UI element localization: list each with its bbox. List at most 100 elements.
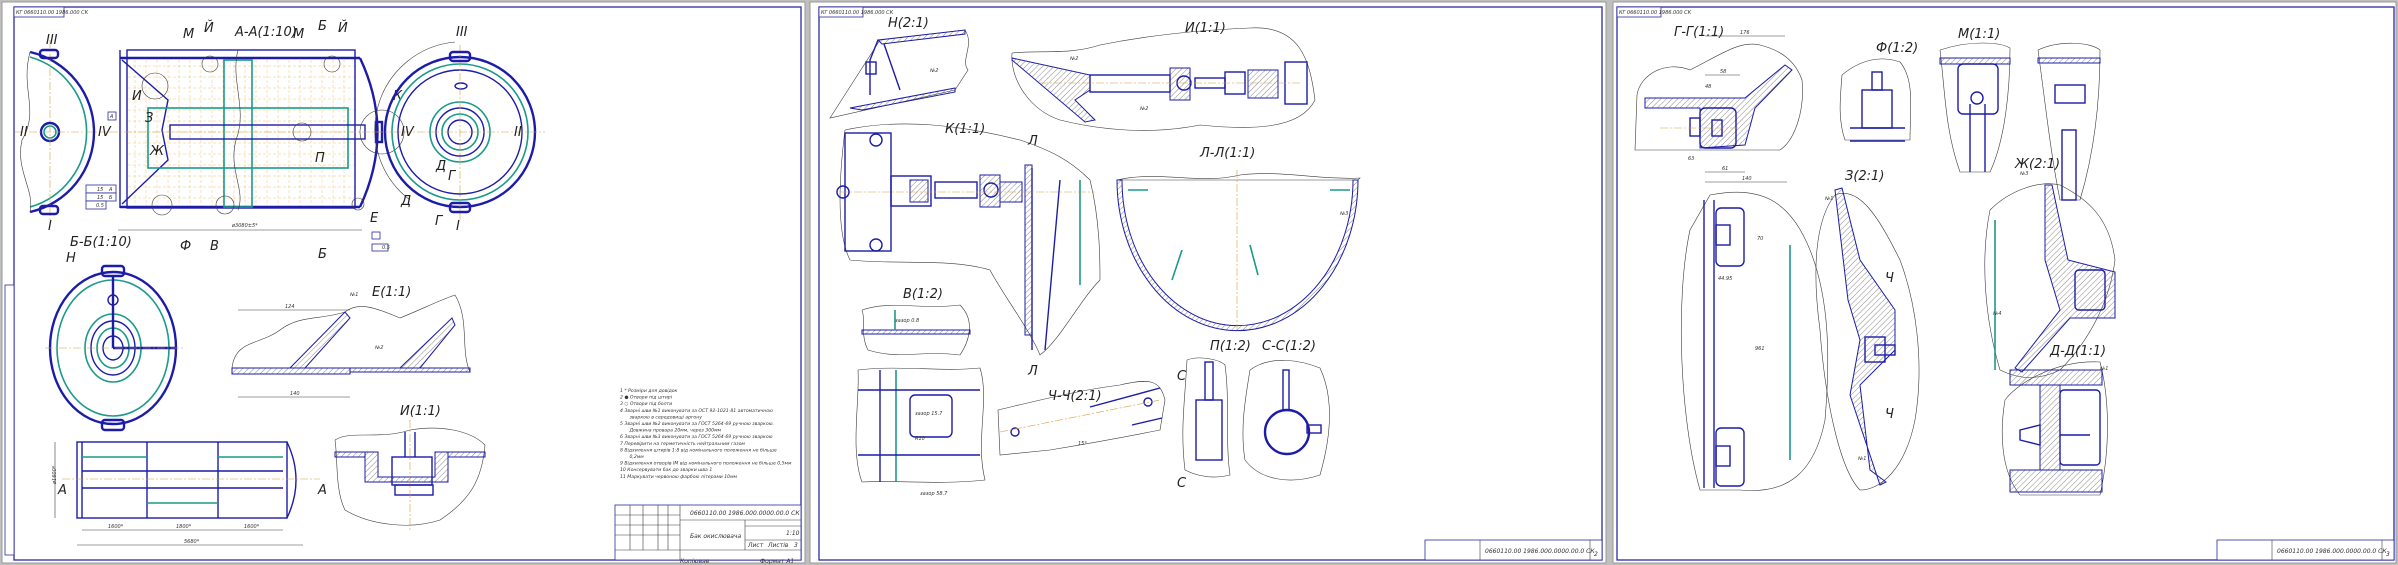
sheets-label: Листів <box>767 542 789 549</box>
dim-total: 5680* <box>184 539 200 545</box>
weld-mark: №1 <box>349 292 358 298</box>
callout-I: I <box>456 219 460 234</box>
dim-gap: зазор 0.8 <box>895 318 919 324</box>
datum-a: А <box>109 114 114 120</box>
note-item: 11 Маркувати червоною фарбою літерами 10… <box>620 474 738 480</box>
callout-zh: Ж <box>149 144 165 159</box>
callout-i: И <box>132 89 142 104</box>
callout-II: II <box>20 125 28 140</box>
tol-datum: Б <box>109 195 113 201</box>
dim-gap: зазор 58.7 <box>920 491 948 497</box>
end-view-left: III II IV I А 15 А 15 Б 0.5 <box>15 33 117 234</box>
dim-63: 63 <box>1688 156 1694 162</box>
callout-n: Н <box>66 251 76 266</box>
sheet-stamp: КГ 0660110.00 1986.000 СК <box>821 10 894 16</box>
section-mark-l: Л <box>1027 364 1038 379</box>
tol-value: 15 <box>97 195 103 201</box>
view-title-k: К(1:1) <box>945 122 985 137</box>
callout-y: Й <box>204 20 214 36</box>
weld-mark: №3 <box>2019 171 2028 177</box>
callout-III: III <box>46 33 58 48</box>
view-title-ll: Л-Л(1:1) <box>1199 146 1255 161</box>
view-title-i: И(1:1) <box>400 404 441 419</box>
sheet-frame <box>13 6 802 561</box>
callout-e: Е <box>370 211 379 226</box>
tolerance-frame: 15 А 15 Б 0.5 <box>85 184 117 210</box>
callout-III: III <box>456 25 468 40</box>
view-title-ss: С-С(1:2) <box>1262 339 1316 354</box>
dim-70: 70 <box>1757 236 1763 242</box>
callout-p: П <box>315 151 325 166</box>
title-block-sheet-3: 0660110.00 1986.000.0000.00.0 СК 3 <box>2216 539 2395 561</box>
title-block: 0660110.00 1986.000.0000.00.0 СК Бак оки… <box>614 504 802 565</box>
weld-mark: №2 <box>374 345 383 351</box>
detail-e: Е(1:1) 124 140 №1 №2 <box>231 285 471 398</box>
dim-seg3: 1600* <box>244 524 260 530</box>
dim-seg1: 1600* <box>108 524 124 530</box>
doc-number: 0660110.00 1986.000.0000.00.0 СК <box>1485 548 1595 555</box>
sheet-number: 3 <box>2386 551 2390 558</box>
view-title-aa: А-А(1:10) <box>234 25 297 40</box>
sheet-number: 2 <box>1594 551 1598 558</box>
view-title-v: В(1:2) <box>903 287 943 302</box>
dim-e-124: 124 <box>285 304 295 310</box>
copied-label: Копіював <box>680 558 710 565</box>
detail-i: И(1:1) <box>334 404 486 530</box>
sheet-stamp: КГ 0660110.00 1986.000 СК <box>1619 10 1692 16</box>
tol-value: 0.5 <box>382 245 390 251</box>
note-item: 2 ● Отвори під штирі <box>620 395 673 401</box>
weld-mark: №2 <box>929 68 938 74</box>
view-title-n: Н(2:1) <box>888 16 929 31</box>
callout-IV: IV <box>401 125 415 140</box>
section-mark-a: А <box>57 483 67 498</box>
plan-view: А А ø1600* 1600* 1800* 1600* 5680* <box>52 441 327 546</box>
dim-angle: 15° <box>1078 441 1087 447</box>
section-mark-a: А <box>317 483 327 498</box>
callout-IV: IV <box>98 125 112 140</box>
weld-mark: №1 <box>1857 456 1866 462</box>
end-view-right: III IV II I Д Г Д Г <box>374 25 545 234</box>
weld-mark: №2 <box>1139 106 1148 112</box>
section-mark-d: Д <box>400 194 411 209</box>
note-item: 4 Зварні шви №1 виконувати за ОСТ 92-102… <box>620 408 773 421</box>
dim-58: 58 <box>1720 69 1726 75</box>
section-aa: А-А(1:10) ø3080±5* М Й <box>110 19 405 262</box>
section-mark-g: Г <box>448 169 457 184</box>
format-label: Формат А1 <box>760 558 794 565</box>
note-item: 9 Відхилення отворів ІМ від номінального… <box>620 461 792 467</box>
callout-y: Й <box>338 20 348 36</box>
note-item: 1 * Розміри для довідок <box>620 388 678 394</box>
view-title-chch: Ч-Ч(2:1) <box>1048 389 1102 404</box>
section-mark-b: Б <box>318 19 327 34</box>
section-mark-b: Б <box>318 247 327 262</box>
weld-mark: №2 <box>1069 56 1078 62</box>
sheet-stamp: КГ 0660110.00 1986.000 СК <box>16 10 89 16</box>
tol-value: 15 <box>97 187 103 193</box>
callout-m: М <box>293 27 304 42</box>
tol-datum: А <box>108 187 113 193</box>
view-title-p: П(1:2) <box>1210 339 1251 354</box>
margin-strip <box>4 284 15 556</box>
note-item: 6 Зварні шви №3 виконувати за ГОСТ 5264-… <box>620 434 773 440</box>
section-mark-ch: Ч <box>1885 407 1894 422</box>
note-item: 5 Зварні шви №2 виконувати за ГОСТ 5264-… <box>620 421 774 434</box>
note-item: 10 Консервувати бак до зварки шва 1 <box>620 467 712 473</box>
dim-radius: R10 <box>915 436 925 442</box>
section-mark-s: С <box>1177 369 1187 384</box>
callout-z: З <box>145 111 153 126</box>
doc-number: 0660110.00 1986.000.0000.00.0 СК <box>2277 548 2387 555</box>
weld-mark: №3 <box>1339 211 1348 217</box>
callout-v: В <box>210 239 219 254</box>
note-item: 8 Відхилення штирів 1:8 від номінального… <box>620 447 777 460</box>
dim-176: 176 <box>1740 30 1750 36</box>
callout-m: М <box>183 27 194 42</box>
dim-48: 48 <box>1705 84 1711 90</box>
sheet-1: КГ 0660110.00 1986.000 СК III II IV I А … <box>1 1 806 565</box>
note-item: 3 ○ Отвори під болти <box>620 401 672 407</box>
callout-k: К <box>393 89 403 104</box>
weld-mark: №1 <box>1824 196 1833 202</box>
tol-value: 0.5 <box>96 203 104 209</box>
scale: 1:10 <box>786 530 800 537</box>
